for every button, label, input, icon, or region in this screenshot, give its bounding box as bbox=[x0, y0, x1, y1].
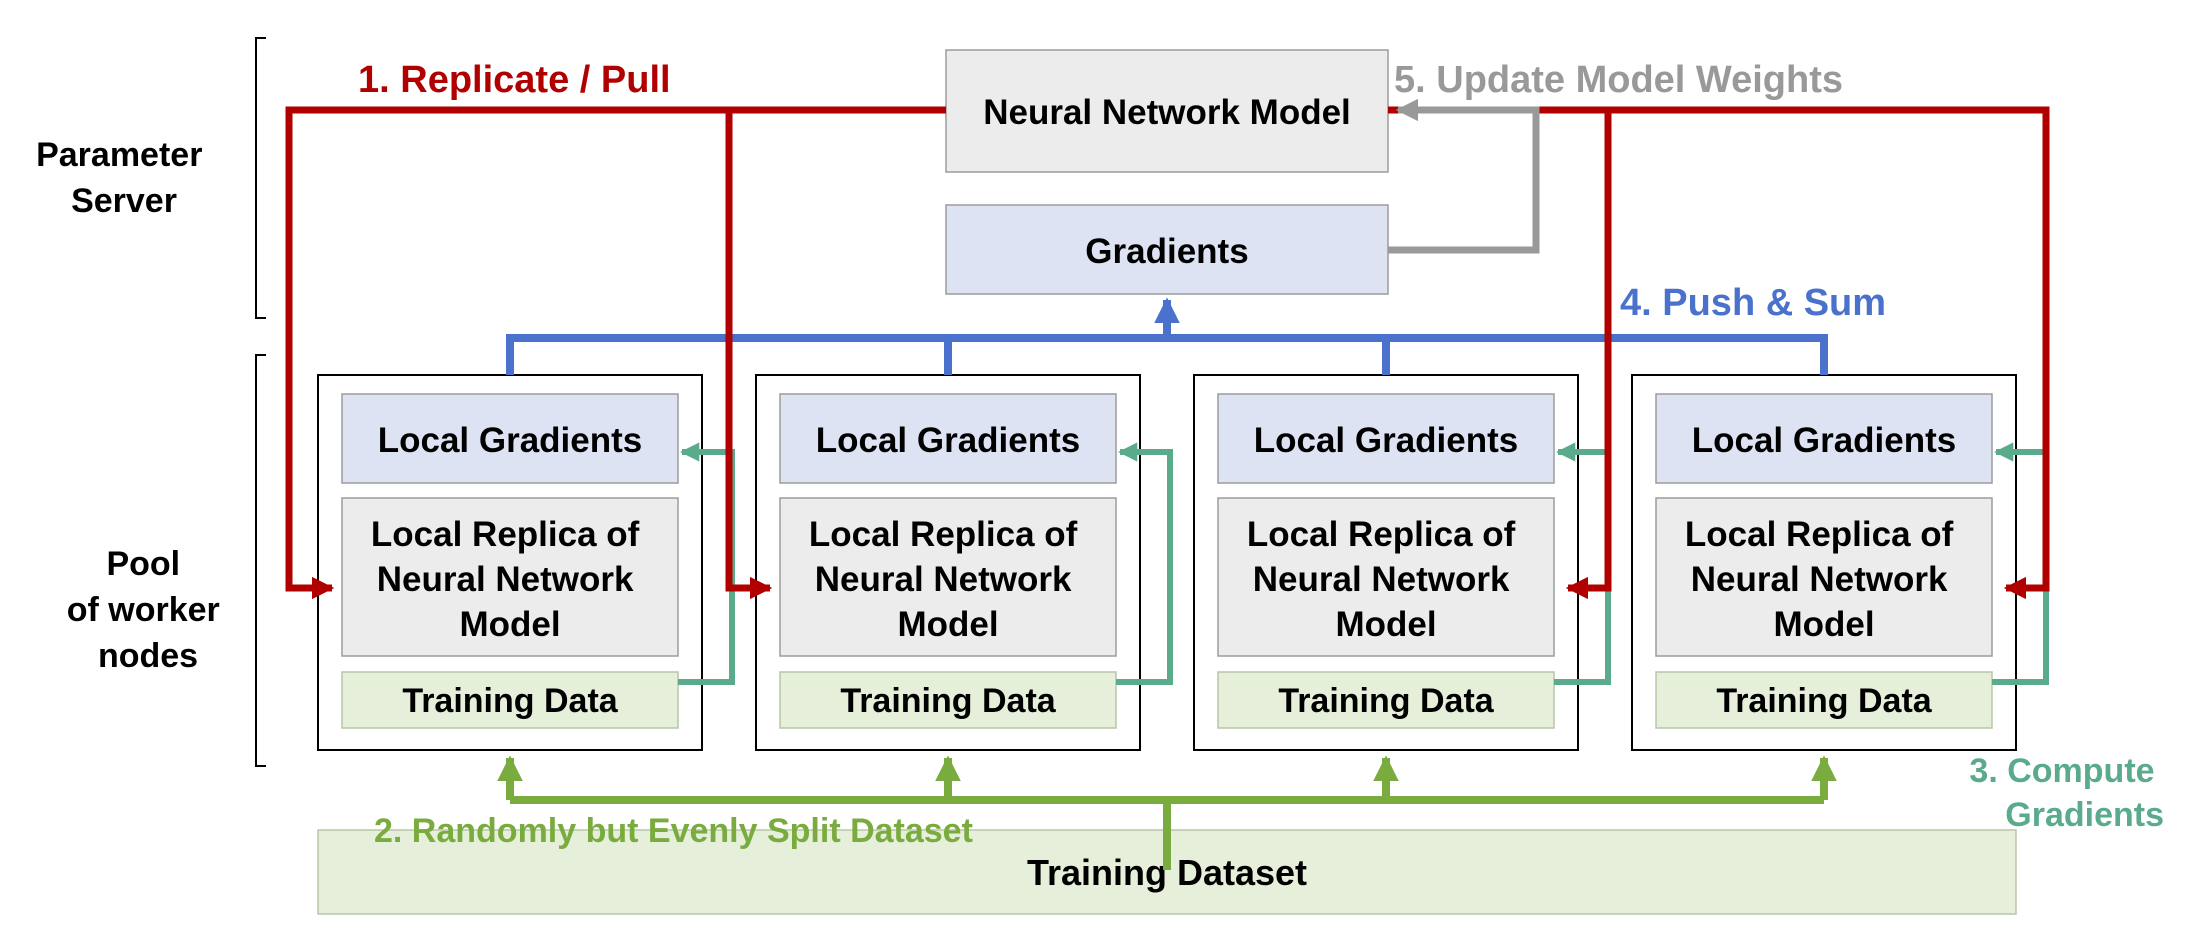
local-gradients-box bbox=[1655, 393, 1993, 484]
replicate-line-right-outer bbox=[1608, 106, 2050, 600]
compute-arrow-worker-2 bbox=[1116, 442, 1173, 685]
local-replica-box bbox=[1217, 497, 1555, 657]
step-replicate-label: 1. Replicate / Pull bbox=[358, 59, 671, 101]
step-compute-label: 3. Compute Gradients bbox=[1969, 752, 2164, 834]
compute-arrow-worker-3 bbox=[1554, 442, 1611, 685]
split-dataset-arrows bbox=[497, 755, 1837, 870]
gradients-box bbox=[945, 204, 1389, 295]
local-replica-box bbox=[341, 497, 679, 657]
local-gradients-label: Local Gradients bbox=[1254, 421, 1519, 460]
local-gradients-label: Local Gradients bbox=[816, 421, 1081, 460]
local-gradients-box bbox=[341, 393, 679, 484]
worker-node-2: Local Gradients Local Replica of Neural … bbox=[755, 374, 1141, 751]
worker-node-4: Local Gradients Local Replica of Neural … bbox=[1631, 374, 2017, 751]
replicate-line-left bbox=[285, 106, 946, 600]
training-data-box bbox=[1217, 671, 1555, 729]
worker-node-3: Local Gradients Local Replica of Neural … bbox=[1193, 374, 1579, 751]
worker-node-1: Local Gradients Local Replica of Neural … bbox=[317, 374, 703, 751]
local-replica-box bbox=[1655, 497, 1993, 657]
training-data-box bbox=[1655, 671, 1993, 729]
local-replica-label: Local Replica of Neural Network Model bbox=[1247, 515, 1525, 644]
training-data-box bbox=[779, 671, 1117, 729]
local-gradients-box bbox=[779, 393, 1117, 484]
training-data-box bbox=[341, 671, 679, 729]
training-data-label: Training Data bbox=[840, 682, 1056, 720]
step-update-label: 5. Update Model Weights bbox=[1394, 59, 1843, 101]
step-push-label: 4. Push & Sum bbox=[1620, 282, 1886, 324]
worker-pool-bracket bbox=[255, 354, 266, 767]
step-split-label: 2. Randomly but Evenly Split Dataset bbox=[374, 812, 973, 850]
local-gradients-label: Local Gradients bbox=[1692, 421, 1957, 460]
update-weights-arrow bbox=[1388, 98, 1540, 254]
compute-arrow-worker-4 bbox=[1992, 442, 2049, 685]
gradients-label: Gradients bbox=[1085, 232, 1248, 271]
push-bus-line bbox=[506, 334, 1828, 375]
training-data-label: Training Data bbox=[1716, 682, 1932, 720]
local-gradients-box bbox=[1217, 393, 1555, 484]
compute-arrow-worker-1 bbox=[678, 442, 735, 685]
neural-network-model-box bbox=[945, 49, 1389, 173]
neural-network-model-label: Neural Network Model bbox=[983, 93, 1351, 132]
worker-pool-label: Pool of worker nodes bbox=[67, 545, 230, 675]
parameter-server-bracket bbox=[255, 37, 266, 319]
replicate-line-worker-2 bbox=[725, 110, 773, 600]
parameter-server-label: Parameter Server bbox=[36, 136, 212, 220]
local-replica-label: Local Replica of Neural Network Model bbox=[809, 515, 1087, 644]
local-replica-box bbox=[779, 497, 1117, 657]
local-gradients-label: Local Gradients bbox=[378, 421, 643, 460]
training-data-label: Training Data bbox=[1278, 682, 1494, 720]
training-data-label: Training Data bbox=[402, 682, 618, 720]
local-replica-label: Local Replica of Neural Network Model bbox=[371, 515, 649, 644]
push-sum-arrows bbox=[506, 297, 1828, 375]
local-replica-label: Local Replica of Neural Network Model bbox=[1685, 515, 1963, 644]
